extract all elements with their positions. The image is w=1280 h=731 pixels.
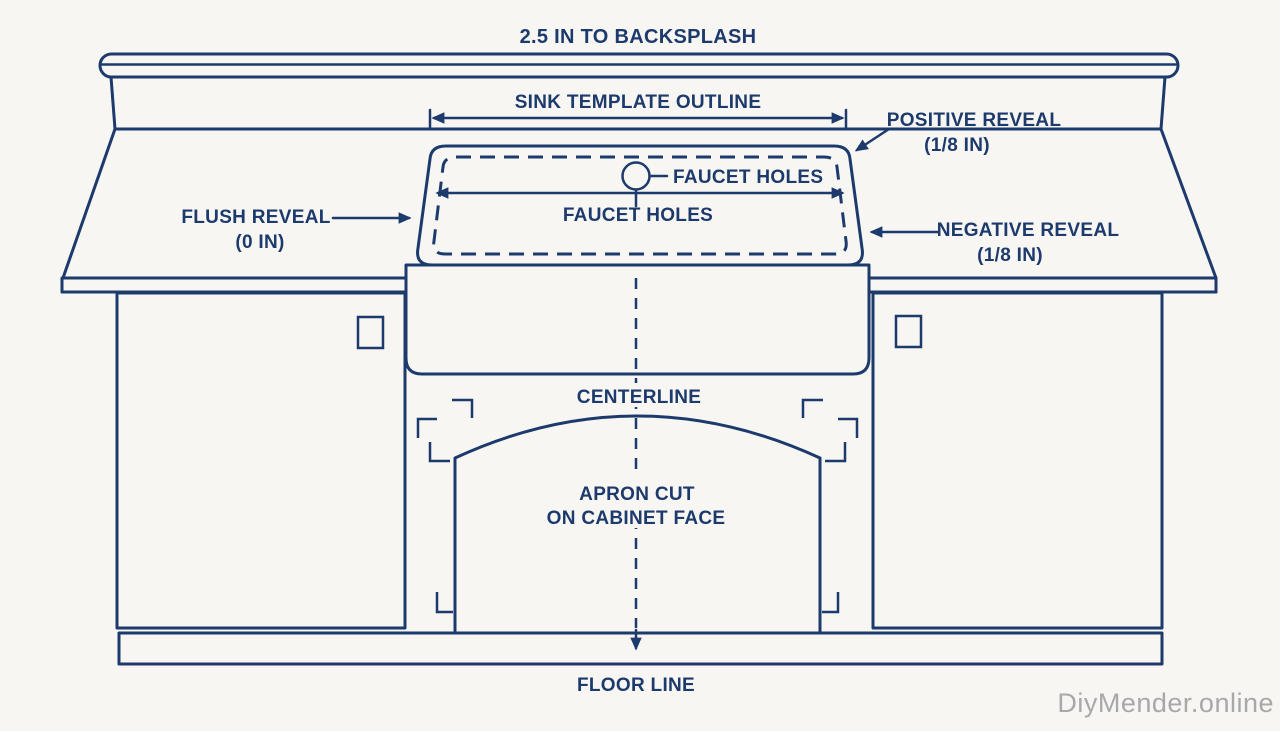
backsplash-rail-outline [98,52,1180,79]
positive-reveal-leader-arrow [854,127,891,152]
apron-cut-label-line1: APRON CUT [579,484,695,505]
negative-reveal-label: NEGATIVE REVEAL [937,220,1120,241]
floor-line-label: FLOOR LINE [577,675,695,696]
faucet-holes-label: FAUCET HOLES [563,205,713,226]
bracket-bottom-right [822,592,840,614]
toe-kick-band [117,631,1164,666]
apron-label-backplate [548,476,728,528]
farmhouse-sink [404,144,871,376]
bracket-top-right-2 [838,417,859,438]
bracket-top-left-2 [416,417,437,438]
countertop-left-slant [61,127,117,280]
bracket-top-left-3 [428,442,450,463]
negative-reveal-value: (1/8 IN) [977,245,1043,266]
centerline-label-backplate [573,383,703,407]
bracket-top-left-1 [452,398,474,418]
faucet-holes-callout-label: FAUCET HOLES [673,167,823,188]
backsplash-left-edge [109,75,117,131]
registration-brackets [416,398,859,614]
bracket-top-right-1 [801,398,823,418]
positive-reveal-value: (1/8 IN) [924,135,990,156]
flush-reveal-value: (0 IN) [235,232,284,253]
sink-apron-front [404,263,871,376]
backsplash-right-edge [1159,75,1167,131]
left-door-knob [356,315,385,350]
sink-rim-outline [416,144,864,267]
left-cabinet-door [115,291,407,630]
backsplash-rail [98,52,1180,79]
centerline-label: CENTERLINE [577,387,701,408]
cabinet-base [115,291,1164,666]
template-dimension [428,108,848,129]
flush-reveal-label: FLUSH REVEAL [181,207,330,228]
backsplash-panel [109,75,1167,131]
positive-reveal-label: POSITIVE REVEAL [887,110,1062,131]
sink-template-dashed-outline [432,155,848,256]
bracket-bottom-left [435,592,453,614]
countertop-right-slant [1159,127,1218,280]
apron-cut-label-line2: ON CABINET FACE [547,508,726,529]
bracket-top-right-3 [825,442,847,463]
right-cabinet-door [871,291,1164,630]
right-door-knob [894,314,923,349]
apron-cut-arch [453,414,822,634]
title-backsplash-distance: 2.5 IN TO BACKSPLASH [520,26,757,48]
sink-template-outline-label: SINK TEMPLATE OUTLINE [515,92,762,113]
watermark-text: DiyMender.online [1057,688,1274,718]
